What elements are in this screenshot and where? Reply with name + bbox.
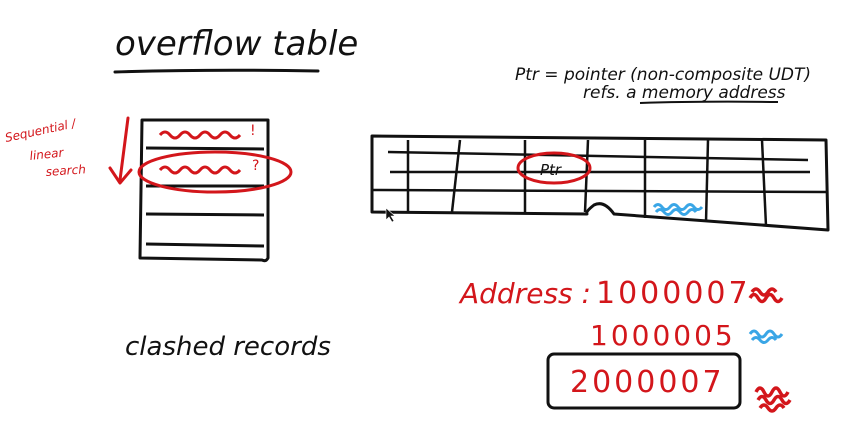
address-box: [546, 352, 742, 410]
caption-text: clashed records: [125, 332, 331, 362]
side-note-line-1: Sequential /: [4, 116, 79, 145]
ptr-highlight-ellipse: [516, 151, 592, 185]
blue-cell-scribble: [652, 203, 704, 216]
address-scribble-3: [754, 386, 792, 413]
title-text: overflow table: [115, 24, 358, 64]
memory-address-underline: [639, 100, 779, 104]
memory-table: [370, 134, 830, 232]
cursor-icon: [385, 207, 396, 223]
definition-line-1: Ptr = pointer (non-composite UDT): [515, 65, 811, 85]
side-note-line-2: linear: [29, 145, 65, 163]
title-underline: [113, 68, 320, 74]
address-scribble-2: [748, 329, 784, 344]
search-arrow-icon: [108, 116, 133, 185]
record-mark-1: !: [250, 123, 256, 139]
address-scribble-1: [748, 287, 784, 304]
definition-line-2: refs. a memory address: [583, 83, 786, 103]
side-note-line-3: search: [45, 162, 86, 179]
record-scribble-1: [158, 130, 242, 140]
address-value-3: 2000007: [570, 365, 725, 400]
address-value-2: 1000005: [590, 319, 736, 352]
ptr-cell-label: Ptr: [540, 161, 562, 179]
address-label: Address :: [458, 277, 591, 310]
record-mark-2: ?: [252, 158, 259, 174]
record-scribble-2: [158, 165, 242, 175]
address-value-1: 1000007: [596, 276, 751, 311]
highlight-ellipse: [137, 150, 293, 194]
